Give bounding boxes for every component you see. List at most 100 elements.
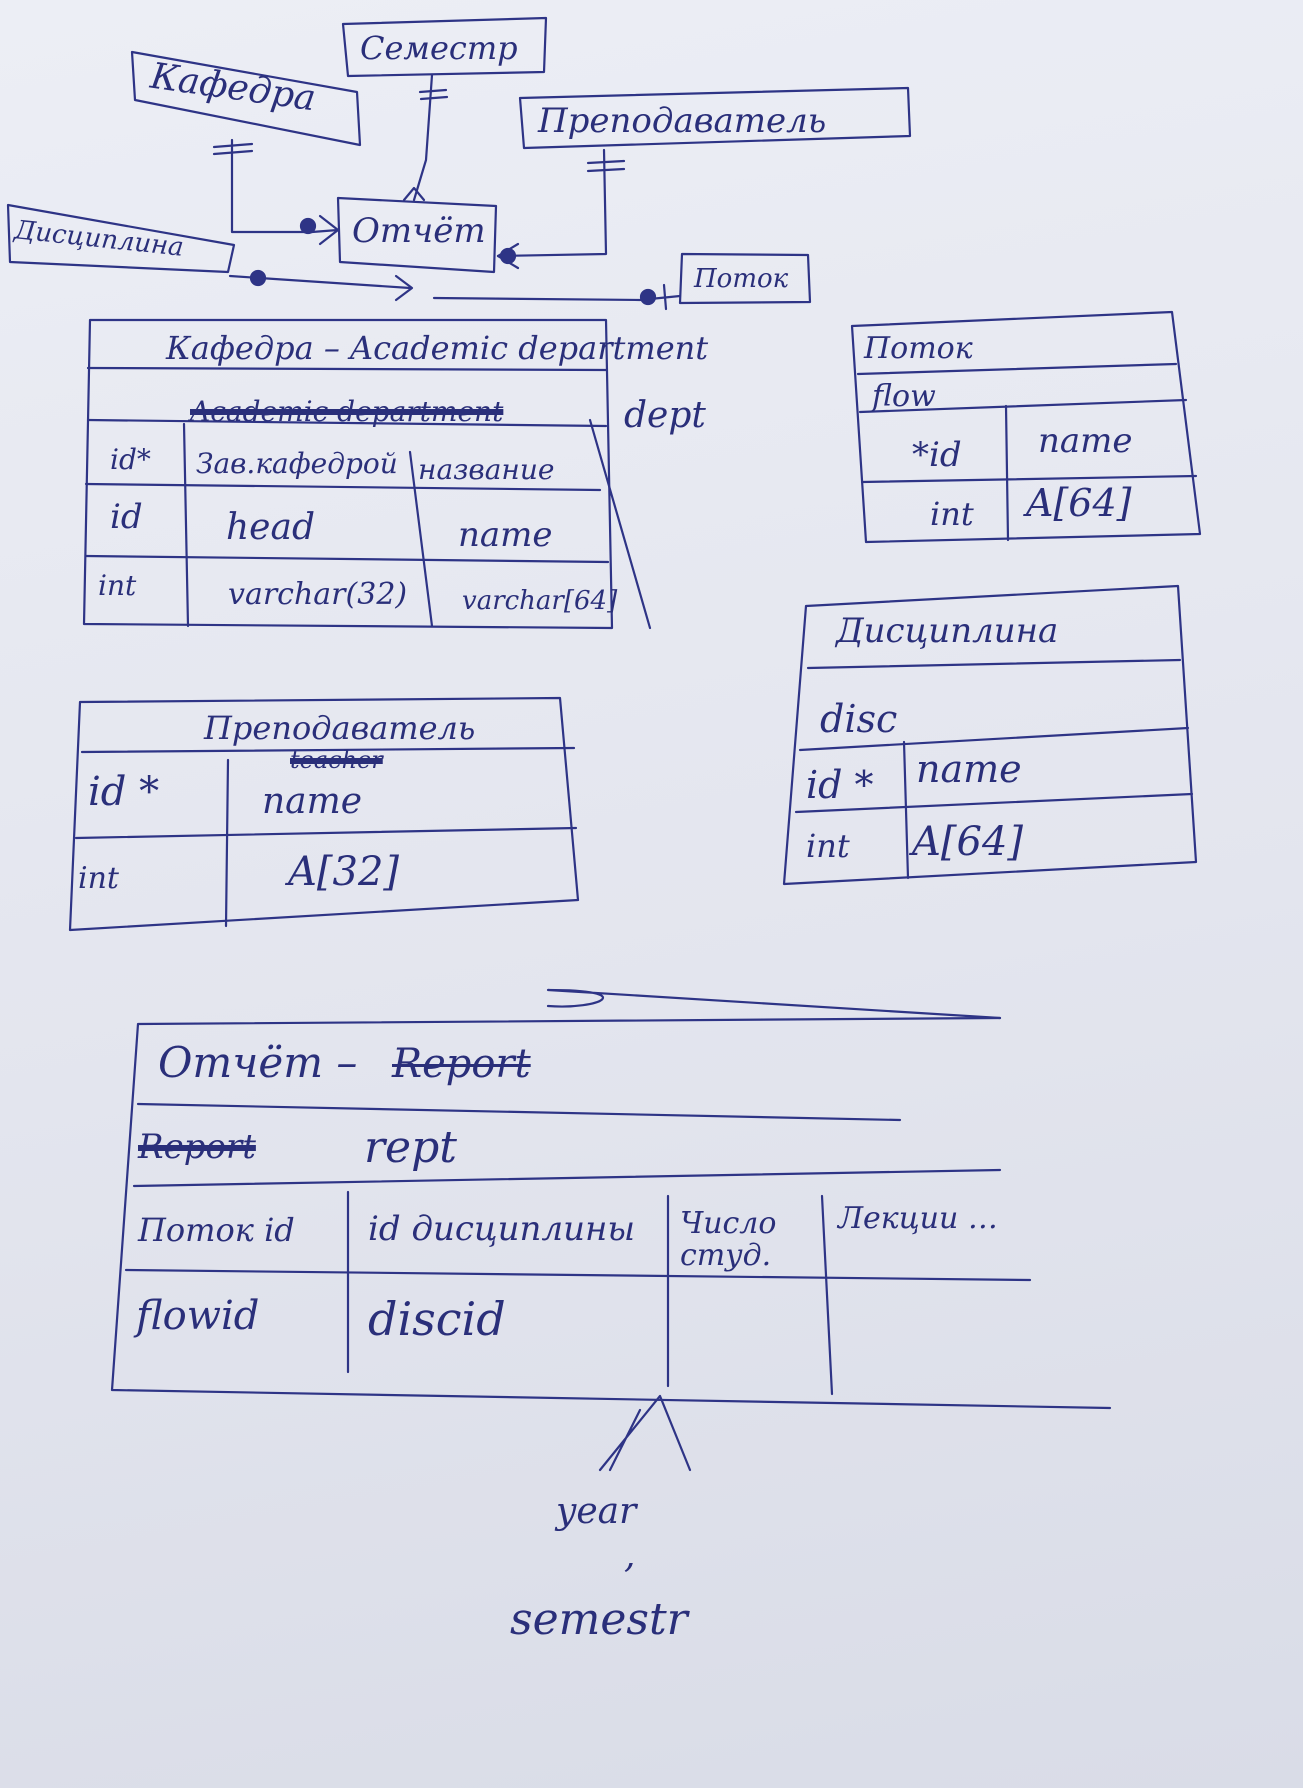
- er-report-label: Отчёт: [352, 211, 486, 251]
- teacher-table-outer: [68, 696, 580, 932]
- teacher-field-id: id *: [88, 769, 160, 815]
- dept-row-2: [86, 418, 608, 428]
- semester-tick-1: [418, 88, 448, 94]
- disc-field-name: name: [916, 747, 1022, 791]
- disc-code: disc: [820, 697, 898, 741]
- dept-field-name: name: [458, 515, 553, 555]
- flow-tick: [662, 283, 668, 311]
- report-field-disc: discid: [368, 1292, 506, 1346]
- report-fork: [598, 1394, 692, 1472]
- teacher-type-name: A[32]: [288, 849, 399, 895]
- dept-col-extra: [588, 418, 652, 630]
- dept-type-name: varchar[64]: [462, 586, 618, 616]
- flow-code: flow: [872, 379, 936, 414]
- disc-report-dot: [249, 269, 267, 287]
- fork-label-semestr: semestr: [510, 1594, 688, 1645]
- flow-type-name: A[64]: [1026, 481, 1132, 525]
- report-code: rept: [364, 1122, 457, 1173]
- disc-crowfoot: [394, 274, 414, 302]
- report-box: [336, 196, 498, 274]
- dept-field-id: id: [110, 497, 143, 537]
- disc-table-outer: [782, 584, 1198, 886]
- semester-box: [341, 16, 548, 78]
- flow-row-3: [860, 474, 1198, 484]
- disc-row-1: [806, 658, 1182, 670]
- dept-table-outer: [82, 318, 614, 630]
- semester-tick-2: [419, 95, 449, 101]
- dept-report-dot: [299, 217, 317, 235]
- dept-row-4: [84, 554, 610, 564]
- report-header-students: Число студ.: [680, 1206, 777, 1273]
- report-crossed-code: Report: [138, 1127, 256, 1167]
- rel-department-report: [230, 138, 340, 234]
- er-semester-label: Семестр: [360, 29, 518, 67]
- er-flow-label: Поток: [694, 264, 789, 294]
- teacher-col-1: [224, 758, 230, 928]
- discipline-box: [6, 203, 236, 274]
- flow-table-outer: [850, 310, 1202, 544]
- rel-teacher-report: [496, 148, 608, 258]
- flow-col-1: [1004, 404, 1010, 542]
- flow-report-dot: [639, 288, 657, 306]
- dept-type-head: varchar(32): [228, 577, 408, 612]
- report-table-outer: [110, 1016, 1112, 1410]
- dept-code: dept: [624, 395, 706, 436]
- flow-title: Поток: [864, 331, 973, 366]
- dept-tick-1: [212, 142, 254, 149]
- dept-col-2: [408, 450, 434, 628]
- dept-crossed-name: Academic department: [190, 395, 504, 428]
- report-top-arrow: [546, 988, 1002, 1020]
- disc-type-name: A[64]: [912, 819, 1023, 865]
- report-row-3: [124, 1268, 1032, 1282]
- report-header-flow: Поток id: [138, 1211, 295, 1249]
- teacher-row-1: [80, 746, 576, 754]
- dept-title: Кафедра – Academic department: [166, 329, 709, 367]
- flow-type-id: int: [930, 495, 974, 533]
- teacher-box: [518, 86, 912, 150]
- dept-header-name: название: [418, 453, 555, 486]
- flow-field-name: name: [1038, 421, 1133, 461]
- teacher-tick-2: [586, 167, 626, 173]
- report-row-2: [132, 1168, 1002, 1188]
- teacher-type-id: int: [78, 861, 119, 896]
- fork-label-comma: ,: [624, 1535, 636, 1576]
- disc-col-1: [902, 740, 910, 880]
- report-header-lectures: Лекции …: [838, 1201, 998, 1236]
- teacher-crowfoot: [496, 242, 520, 270]
- teacher-code: teacher: [290, 746, 383, 774]
- report-title-en: Report: [392, 1041, 531, 1087]
- report-title-ru: Отчёт –: [158, 1038, 358, 1087]
- er-teacher-label: Преподаватель: [538, 101, 827, 141]
- report-row-1: [136, 1102, 902, 1122]
- teacher-tick-1: [586, 159, 626, 165]
- flow-row-1: [856, 362, 1178, 376]
- dept-header-id: id*: [110, 443, 151, 476]
- disc-field-id: id *: [806, 763, 874, 807]
- fork-label-year: year: [556, 1491, 637, 1532]
- disc-type-id: int: [806, 827, 850, 865]
- flow-box: [678, 252, 812, 305]
- disc-row-3: [794, 792, 1194, 814]
- disc-row-2: [798, 726, 1190, 752]
- dept-row-1: [86, 366, 608, 372]
- rel-flow-report: [432, 294, 682, 302]
- flow-field-id: *id: [912, 435, 962, 475]
- semester-crowfoot: [402, 186, 426, 202]
- dept-type-id: int: [98, 569, 137, 602]
- rel-semester-report: [412, 73, 434, 202]
- report-col-3: [820, 1194, 834, 1396]
- dept-tick-2: [212, 149, 254, 156]
- report-header-disc: id дисциплины: [368, 1209, 636, 1249]
- report-field-flow: flowid: [136, 1293, 260, 1339]
- teacher-row-2: [74, 826, 578, 840]
- dept-header-head: Зав.кафедрой: [196, 447, 398, 480]
- dept-col-1: [182, 422, 190, 628]
- dept-field-head: head: [226, 507, 315, 548]
- flow-row-2: [858, 398, 1188, 414]
- dept-crowfoot: [318, 214, 340, 246]
- teacher-title: Преподаватель: [204, 709, 476, 747]
- dept-row-3: [84, 482, 602, 492]
- teacher-field-name: name: [262, 781, 363, 822]
- disc-title: Дисциплина: [836, 611, 1059, 651]
